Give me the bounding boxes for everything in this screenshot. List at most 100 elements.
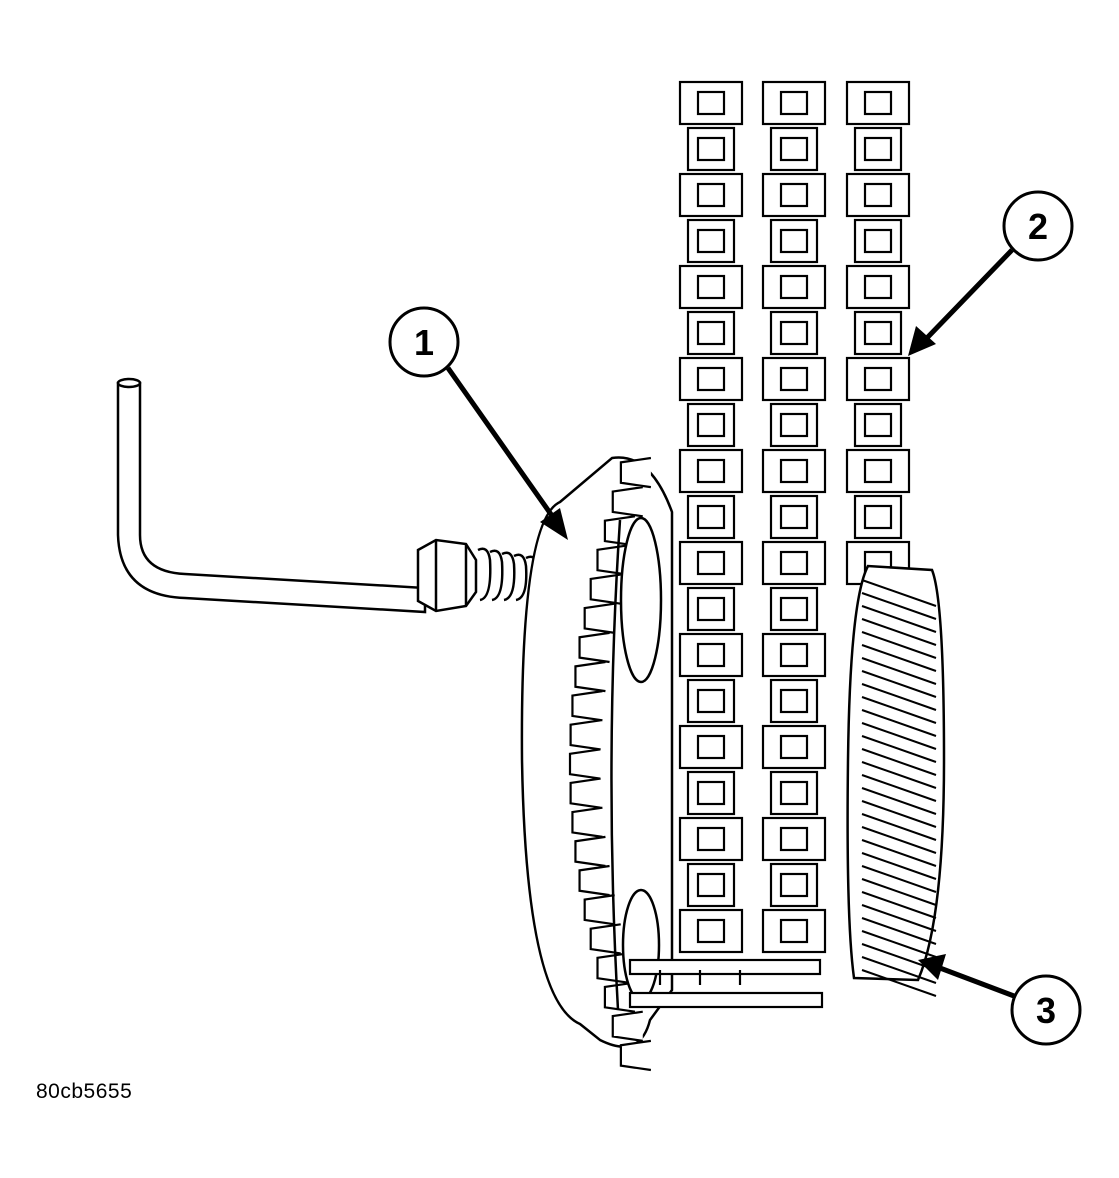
gear-tooth [861,917,937,945]
chain-roller [696,320,726,346]
gear-tooth [861,852,937,880]
chain-roller [779,550,809,576]
gear-tooth [861,956,937,984]
chain-roller [696,274,726,300]
gear-tooth [861,683,937,711]
chain-roller [696,872,726,898]
chain-roller [696,642,726,668]
hex-nut [416,538,478,613]
chain-roller [696,780,726,806]
chain-link [761,172,827,218]
hex-key-tool [116,377,540,614]
gear-tooth [861,878,937,906]
chain-roller [779,458,809,484]
gear-tooth [861,657,937,685]
callout-1: 1 [388,306,568,540]
gear-tooth [861,930,937,958]
helical-gear [846,564,946,997]
chain-roller [696,182,726,208]
gear-tooth [861,839,937,867]
gear-tooth [861,969,937,997]
chain-roller [779,136,809,162]
chain-roller [779,642,809,668]
gear-tooth [861,826,937,854]
chain-strand [678,80,744,954]
gear-teeth [861,579,937,997]
callout-2: 2 [908,190,1074,356]
chain-link [853,218,903,264]
chain-roller [779,412,809,438]
chain-roller [779,596,809,622]
gear-tooth [861,644,937,672]
chain-roller [863,274,893,300]
gear-tooth [861,904,937,932]
gear-tooth [861,631,937,659]
chain-roller [779,366,809,392]
chain-strand [845,80,911,586]
chain-roller [696,504,726,530]
chain-roller [863,228,893,254]
chain-roller [696,228,726,254]
gear-tooth [861,605,937,633]
chain-roller [779,274,809,300]
figure-code: 80cb5655 [36,1080,133,1103]
chain-roller [863,320,893,346]
callout-3-label: 3 [1036,990,1056,1031]
gear-tooth [861,787,937,815]
chain-roller [696,366,726,392]
chain-roller [779,90,809,116]
chain-roller [779,734,809,760]
chain-link [686,494,736,540]
chain-roller [696,596,726,622]
callout-1-label: 1 [414,322,434,363]
chain-strand [761,80,827,954]
chain-link [678,80,744,126]
chain-link [853,310,903,356]
chain-link [761,816,827,862]
gear-tooth [861,579,937,607]
gear-tooth [861,696,937,724]
chain-roller [863,366,893,392]
chain-roller [863,412,893,438]
chain-roller [779,228,809,254]
chain-roller [863,504,893,530]
chain-roller [863,136,893,162]
gear-tooth [861,670,937,698]
chain-roller [696,734,726,760]
chain-roller [863,182,893,208]
callout-3: 3 [918,954,1082,1046]
gear-tooth [861,722,937,750]
chain-roller [779,688,809,714]
chain-roller [779,320,809,346]
chain-roller [696,90,726,116]
chain-roller [696,550,726,576]
gear-tooth [861,761,937,789]
chain-link [761,356,827,402]
gear-tooth [861,709,937,737]
gear-tooth [861,774,937,802]
chain-link [686,862,736,908]
sprocket-teeth [568,456,652,1072]
guide-pins [628,958,824,1009]
callout-2-label: 2 [1028,206,1048,247]
chain-roller [779,918,809,944]
chain-roller [779,182,809,208]
chain-roller [696,826,726,852]
chain-roller [779,780,809,806]
sprocket [520,456,674,1072]
chain-roller [696,412,726,438]
gear-tooth [861,891,937,919]
gear-tooth [861,800,937,828]
chain-roller [696,136,726,162]
chain-roller [696,918,726,944]
gear-tooth [861,735,937,763]
chain-roller [863,458,893,484]
chain-roller [779,826,809,852]
timing-chain [678,80,911,954]
chain-roller [779,872,809,898]
chain-roller [696,458,726,484]
gear-tooth [861,748,937,776]
chain-roller [863,90,893,116]
chain-roller [696,688,726,714]
